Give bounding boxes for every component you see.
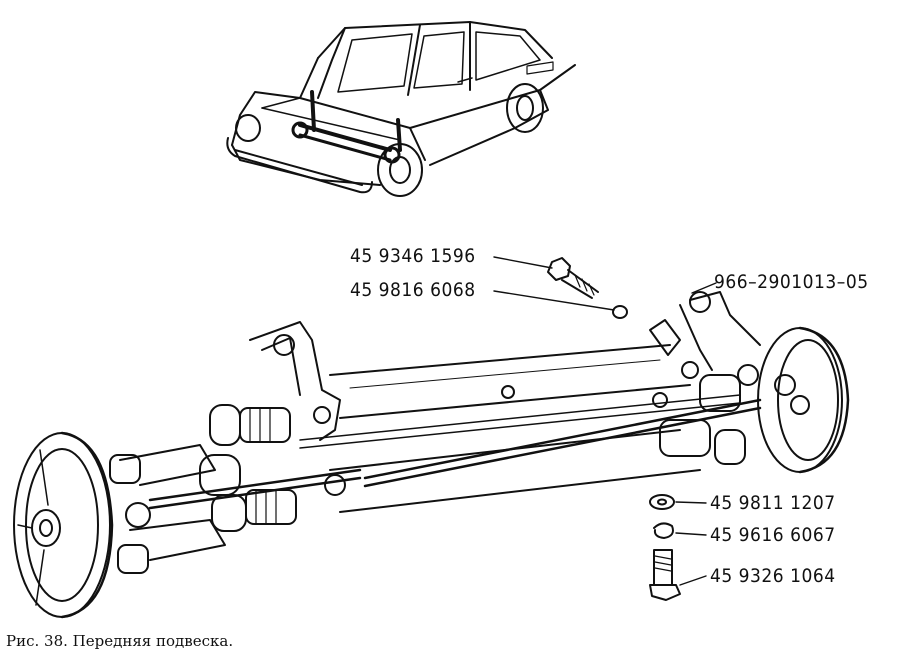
- callout-washer-top: 45 9816 6068: [350, 279, 476, 301]
- callout-bolt-top: 45 9346 1596: [350, 245, 476, 267]
- callout-washer-flat: 45 9811 1207: [710, 492, 836, 514]
- callout-bolt-bottom: 45 9326 1064: [710, 565, 836, 587]
- figure-caption: Рис. 38. Передняя подвеска.: [6, 632, 234, 650]
- callout-assembly: 966–2901013–05: [714, 271, 869, 293]
- front-axle-assembly: [13, 291, 850, 619]
- loose-fasteners: [547, 257, 681, 601]
- callout-lock-washer: 45 9616 6067: [710, 524, 836, 546]
- leader-lines: [493, 256, 717, 586]
- car-illustration: [226, 21, 576, 197]
